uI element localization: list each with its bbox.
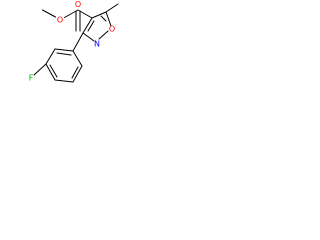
bond-o1-n2 <box>98 30 109 40</box>
bond-c-f <box>33 63 47 76</box>
bond-ph-1 <box>54 48 74 52</box>
bond-c5-methyl <box>105 3 119 13</box>
bond-n2-c3 <box>82 32 95 42</box>
bond-carbonyl-c4 <box>77 9 93 19</box>
bond-c3-c4 <box>82 17 93 34</box>
bond-ph-2 <box>45 48 56 65</box>
atom-label-f: F <box>29 74 34 83</box>
bond-ph-double-3 <box>71 66 79 79</box>
atom-label-ring-o: O <box>109 25 115 34</box>
molecule-svg: O O N O F <box>29 0 119 83</box>
atom-label-ring-n: N <box>94 40 100 49</box>
bond-c4-c5 <box>91 11 107 19</box>
bond-c4-c3-double <box>87 20 95 32</box>
bond-c5-o1 <box>105 11 112 27</box>
bond-ph-double-1 <box>56 52 72 56</box>
bond-ph-3 <box>45 63 56 81</box>
bond-ph-5 <box>72 65 83 83</box>
structure-diagram: O O N O F <box>0 0 152 152</box>
bond-c5-n2-double <box>100 15 107 22</box>
bond-ph-6 <box>72 50 83 67</box>
bond-ph-double-2 <box>49 64 58 78</box>
atom-label-carbonyl-o: O <box>75 0 81 9</box>
atom-label-ester-o: O <box>57 16 63 25</box>
bond-c3-phenyl <box>72 32 84 52</box>
bond-ph-4 <box>54 79 74 83</box>
bond-methyl-o <box>42 9 56 18</box>
